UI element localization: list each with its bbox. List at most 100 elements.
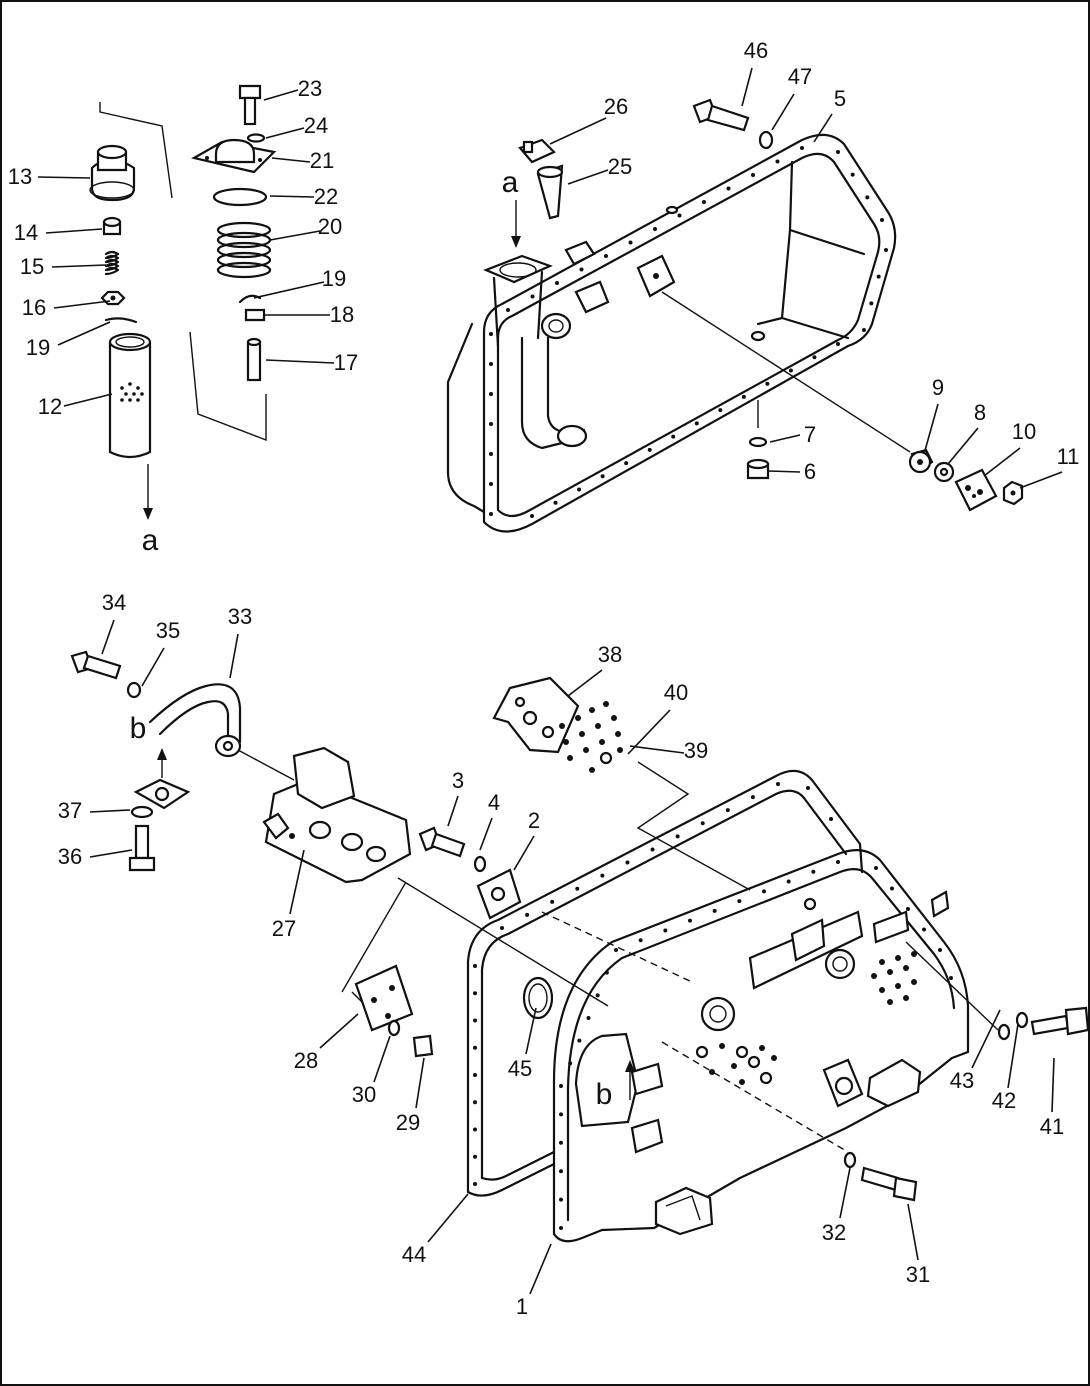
part-label-34: 34: [102, 590, 126, 615]
port-hole: [771, 1055, 777, 1061]
part-label-10: 10: [1012, 419, 1036, 444]
port-hole: [759, 1045, 765, 1051]
flange-hole: [663, 928, 668, 933]
flange-hole: [579, 267, 584, 272]
flange-hole: [489, 332, 493, 336]
flange-hole: [850, 172, 855, 177]
part-label-12: 12: [38, 394, 62, 419]
flange-hole: [604, 254, 608, 258]
flange-hole: [765, 381, 770, 386]
flange-hole: [775, 159, 780, 164]
part-label-22: 22: [314, 184, 338, 209]
flange-hole: [869, 301, 874, 306]
port-hole: [747, 1055, 761, 1069]
leader-line-36: [89, 849, 133, 858]
flange-hole: [906, 907, 910, 911]
flange-hole: [776, 782, 780, 786]
part-label-39: 39: [684, 738, 708, 763]
part-label-3: 3: [452, 768, 464, 793]
flange-hole: [712, 908, 717, 913]
port-hole: [911, 951, 917, 957]
leader-line-37: [89, 809, 131, 813]
leader-line-39: [629, 745, 685, 754]
flange-hole: [473, 1018, 477, 1023]
leader-line-17: [265, 359, 335, 364]
flange-hole: [880, 218, 884, 222]
flange-hole: [555, 281, 559, 285]
flange-hole: [694, 421, 699, 426]
leader-line-1: [529, 1243, 552, 1295]
bolts-right-drawing: [541, 911, 1088, 1202]
part-label-14: 14: [14, 220, 38, 245]
part-label-26: 26: [604, 94, 628, 119]
part-label-9: 9: [932, 375, 944, 400]
flange-hole: [725, 808, 730, 813]
flange-hole: [751, 173, 755, 177]
port-hole: [887, 969, 893, 975]
flange-hole: [489, 452, 493, 456]
part-label-47: 47: [788, 64, 812, 89]
leader-line-3: [447, 795, 459, 827]
flange-hole: [700, 821, 705, 826]
part-label-20: 20: [318, 214, 342, 239]
reference-letter-b1: b: [130, 712, 147, 745]
port-hole: [617, 747, 623, 753]
flange-hole: [625, 860, 630, 865]
port-hole: [871, 973, 877, 979]
port-hole: [595, 723, 601, 729]
flange-hole: [559, 1112, 563, 1117]
flange-hole: [624, 461, 629, 466]
port-hole: [887, 999, 893, 1005]
leader-line-26: [549, 117, 607, 145]
leader-line-35: [141, 647, 165, 687]
flange-hole: [577, 1038, 582, 1043]
flange-hole: [884, 248, 888, 252]
flange-hole: [473, 1154, 477, 1159]
flange-hole: [812, 355, 817, 360]
port-hole: [911, 979, 917, 985]
leader-line-12: [63, 393, 113, 407]
port-hole: [589, 767, 595, 773]
part-label-45: 45: [508, 1056, 532, 1081]
part-label-27: 27: [272, 916, 296, 941]
part-label-17: 17: [334, 350, 358, 375]
part-label-21: 21: [310, 148, 334, 173]
flange-hole: [786, 879, 791, 884]
flange-hole: [550, 899, 555, 904]
leader-line-34: [101, 619, 115, 655]
reference-letter-b2: b: [596, 1078, 613, 1111]
part-label-4: 4: [488, 790, 500, 815]
flange-hole: [638, 938, 643, 943]
port-hole: [719, 1043, 725, 1049]
port-hole: [903, 965, 909, 971]
part-label-30: 30: [352, 1082, 376, 1107]
part-label-24: 24: [304, 113, 328, 138]
leader-line-10: [983, 447, 1021, 477]
tank-lower-drawing: [466, 769, 970, 1243]
leader-line-7: [769, 434, 801, 443]
tank-upper-drawing: [446, 98, 1024, 533]
leader-line-8: [947, 427, 979, 465]
part-label-7: 7: [804, 422, 816, 447]
flange-hole: [949, 976, 953, 980]
flange-hole: [489, 362, 493, 366]
port-hole: [709, 1069, 715, 1075]
flange-hole: [489, 392, 493, 396]
flange-hole: [650, 847, 655, 852]
part-label-11: 11: [1057, 444, 1080, 469]
part-label-44: 44: [402, 1242, 426, 1267]
leader-line-42: [1007, 1023, 1019, 1089]
leader-line-27: [289, 849, 305, 915]
port-hole: [759, 1071, 773, 1085]
port-hole: [579, 731, 585, 737]
leader-line-21: [271, 157, 311, 163]
flange-hole: [595, 993, 600, 998]
leader-line-38: [567, 669, 603, 697]
part-label-32: 32: [822, 1220, 846, 1245]
leader-line-45: [525, 1007, 537, 1055]
part-label-19b: 19: [322, 266, 346, 291]
flange-hole: [489, 512, 493, 516]
flange-hole: [675, 834, 680, 839]
part-label-29: 29: [396, 1110, 420, 1135]
